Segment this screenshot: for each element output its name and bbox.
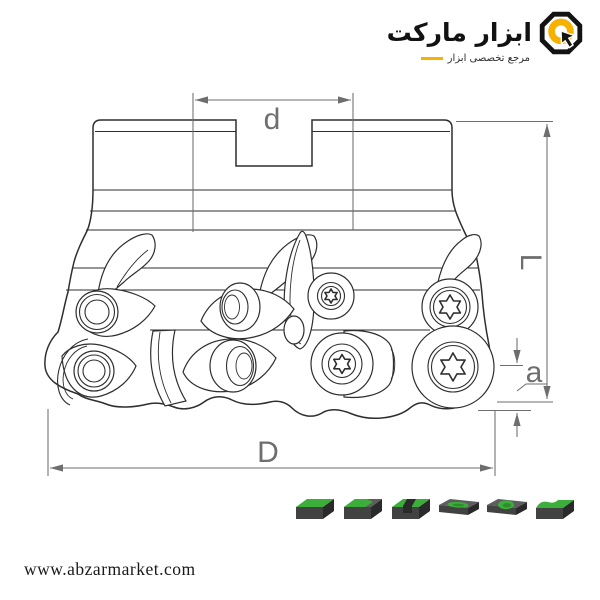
dimension-label-d: d [264,103,281,136]
dimension-label-L: L [514,254,547,271]
round-inserts [73,272,495,409]
face-milling-icon [296,499,334,519]
dimension-L: L [456,120,553,403]
octagon-cursor-icon [539,11,583,55]
dimension-a: a [478,338,547,437]
abzarmarket-logo: ابزار مارکت مرجع تخصصی ابزار [376,8,586,70]
dimension-D: D [47,409,496,476]
profile-milling-icon [536,500,574,519]
dimension-d: d [192,93,354,232]
website-url: www.abzarmarket.com [24,559,196,579]
pocket-milling-icon [439,499,479,515]
logo-subtitle-row: مرجع تخصصی ابزار [420,53,530,64]
dimension-label-a: a [526,356,543,389]
machining-operation-icons [292,493,578,527]
logo-title: ابزار مارکت [386,18,532,47]
dimension-label-D: D [257,436,279,469]
chip-gashes [96,230,482,350]
circular-pocket-milling-icon [487,499,527,515]
shoulder-milling-icon [344,499,382,519]
slot-milling-icon [392,499,430,519]
logo-subtitle: مرجع تخصصی ابزار [447,53,530,64]
clamp-wedge [150,329,187,407]
logo-accent-dash [420,57,443,60]
